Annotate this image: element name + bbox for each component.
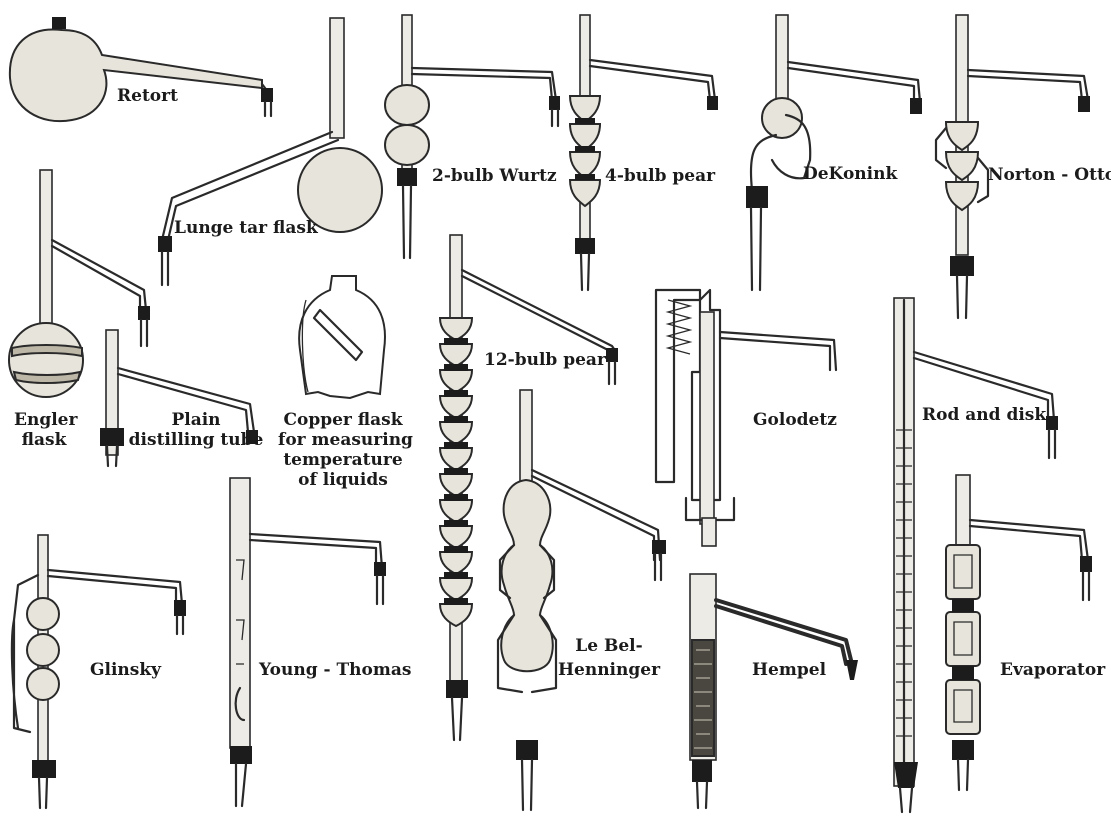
norton-otto-label: Norton - Otto [988,165,1111,185]
dekonink-drawing [746,15,922,290]
4-bulb-pear-drawing [570,15,718,290]
retort-label: Retort [117,86,178,106]
hempel-drawing [690,574,858,808]
2-bulb-wurtz-drawing [385,15,560,258]
copper-flask-label: Copper flask for measuring temperature o… [278,410,408,490]
engler-flask-label-line-1: Engler [14,410,74,430]
rod-and-disk-label: Rod and disk [922,405,1046,425]
glinsky-label: Glinsky [90,660,161,680]
le-bel-henninger-label-line-1: Le Bel- [556,632,662,660]
le-bel-henninger-label-line-2: Henninger [556,660,662,680]
le-bel-henninger-drawing [498,390,666,810]
lunge-tar-flask-drawing [158,18,382,285]
hempel-label: Hempel [752,660,826,680]
copper-flask-label-line-4: of liquids [278,470,408,490]
plain-distilling-tube-label-line-2: distilling tube [128,430,264,450]
evaporator-label: Evaporator [1000,660,1105,680]
copper-flask-label-line-3: temperature [278,450,408,470]
golodetz-label: Golodetz [753,410,837,430]
engler-flask-drawing [9,170,150,397]
plain-distilling-tube-label-line-1: Plain [128,410,264,430]
engler-flask-label: Engler flask [14,410,74,450]
dekonink-label: DeKonink [803,164,897,184]
evaporator-drawing [946,475,1092,790]
young-thomas-label: Young - Thomas [259,660,411,680]
le-bel-henninger-label: Le Bel- Henninger [556,632,662,680]
plain-distilling-tube-label: Plain distilling tube [128,410,264,450]
engler-flask-label-line-2: flask [14,430,74,450]
copper-flask-label-line-1: Copper flask [278,410,408,430]
12-bulb-pear-label: 12-bulb pear [484,350,606,370]
2-bulb-wurtz-label: 2-bulb Wurtz [432,166,557,186]
copper-flask-label-line-2: for measuring [278,430,408,450]
4-bulb-pear-label: 4-bulb pear [605,166,715,186]
young-thomas-drawing [230,478,386,806]
lunge-tar-flask-label: Lunge tar flask [174,218,318,238]
copper-flask-drawing [299,276,385,398]
